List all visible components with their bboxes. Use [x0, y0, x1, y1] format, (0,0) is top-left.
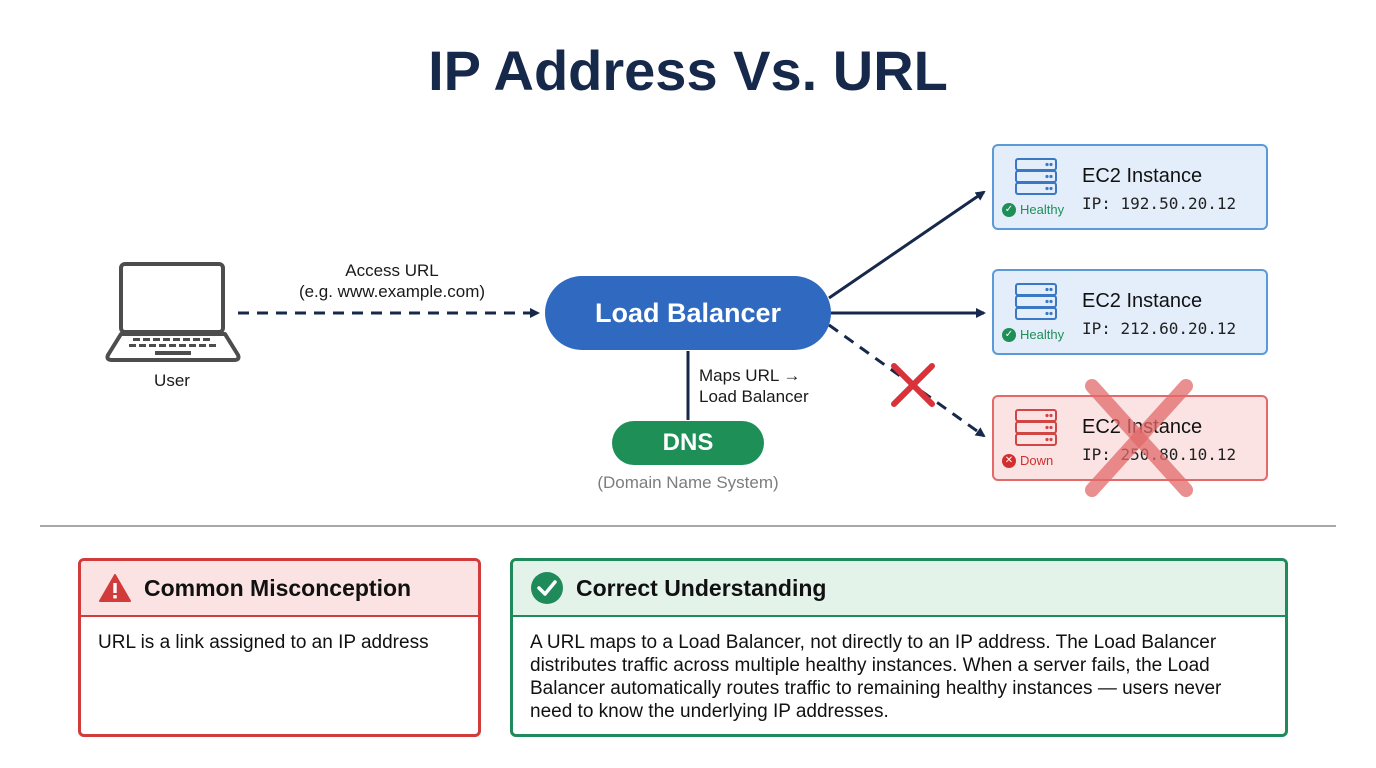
instance-card: ✓ Healthy EC2 Instance IP: 212.60.20.12 [992, 269, 1268, 355]
status-badge: ✓ Healthy [1002, 202, 1064, 217]
blocked-route-x-icon [891, 363, 935, 407]
instance-ip: IP: 212.60.20.12 [1082, 319, 1237, 338]
correct-card: Correct Understanding A URL maps to a Lo… [510, 558, 1288, 737]
failed-instance-x-icon [1085, 379, 1193, 497]
section-divider [40, 525, 1336, 527]
misconception-body: URL is a link assigned to an IP address [98, 632, 429, 653]
server-icon [1015, 409, 1057, 446]
misconception-header: Common Misconception [81, 561, 478, 617]
misconception-heading: Common Misconception [144, 574, 412, 601]
access-url-label: Access URL [345, 261, 439, 280]
server-icon [1015, 283, 1057, 320]
status-text: Down [1020, 453, 1054, 468]
status-badge: ✕ Down [1002, 453, 1053, 468]
instance-title: EC2 Instance [1082, 290, 1203, 312]
instance-ip: IP: 192.50.20.12 [1082, 194, 1237, 213]
user-label: User [154, 371, 190, 390]
instance-title: EC2 Instance [1082, 165, 1203, 187]
status-text: Healthy [1020, 202, 1065, 217]
load-balancer-node: Load Balancer [545, 276, 831, 350]
misconception-card: Common Misconception URL is a link assig… [78, 558, 481, 737]
check-circle-icon [531, 572, 563, 604]
dns-node: DNS [612, 421, 764, 465]
status-badge: ✓ Healthy [1002, 327, 1064, 342]
maps-url-label: Maps URL → [699, 366, 801, 385]
correct-body: A URL maps to a Load Balancer, not direc… [530, 632, 1222, 722]
page-title: IP Address Vs. URL [428, 39, 948, 102]
arrow-instance-1 [828, 190, 986, 300]
laptop-icon [105, 262, 241, 362]
access-url-example: (e.g. www.example.com) [298, 282, 486, 301]
correct-header: Correct Understanding [513, 561, 1285, 617]
check-icon: ✓ [1002, 327, 1016, 342]
server-icon [1015, 158, 1057, 195]
check-icon: ✓ [1002, 202, 1016, 217]
dns-subtitle: (Domain Name System) [597, 473, 779, 492]
instance-card: ✓ Healthy EC2 Instance IP: 192.50.20.12 [992, 144, 1268, 230]
error-icon: ✕ [1002, 453, 1016, 468]
status-text: Healthy [1020, 327, 1065, 342]
correct-heading: Correct Understanding [576, 574, 827, 601]
warning-icon [99, 574, 131, 602]
maps-url-target: Load Balancer [699, 387, 809, 406]
